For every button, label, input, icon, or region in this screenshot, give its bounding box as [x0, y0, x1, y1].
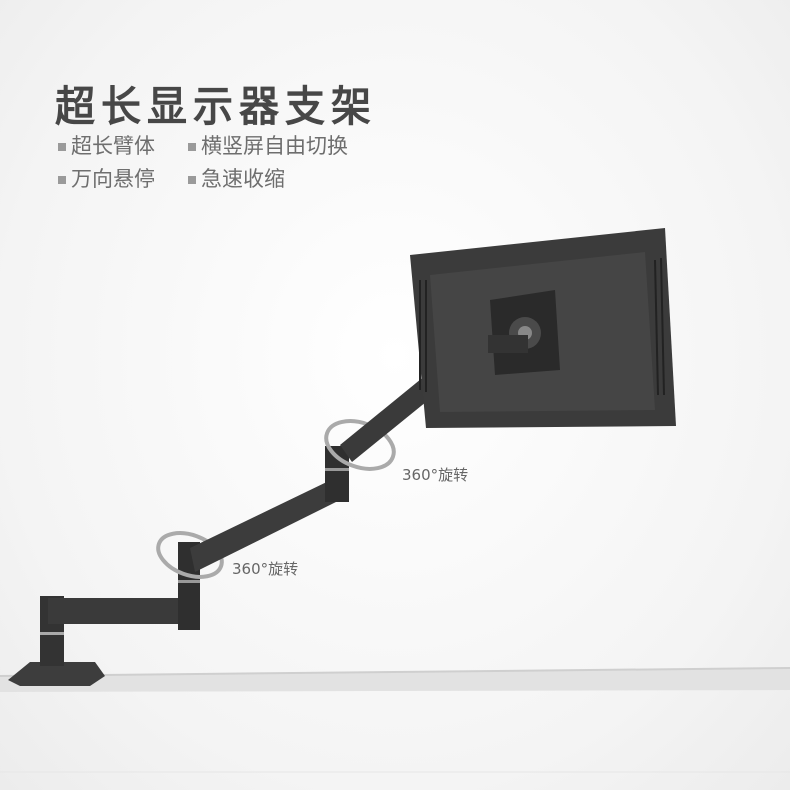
rotation-label: 360°旋转 — [232, 560, 299, 578]
feature-item: 横竖屏自由切换 — [188, 130, 348, 160]
base-clamp — [8, 662, 105, 686]
rotation-ring-1 — [156, 531, 224, 579]
rotation-label: 360°旋转 — [402, 466, 469, 484]
arm-segment-2 — [190, 478, 340, 572]
feature-item: 万向悬停 — [58, 163, 155, 193]
feature-item: 超长臂体 — [58, 130, 155, 160]
arm-segment-1 — [48, 598, 193, 624]
page-title: 超长显示器支架 — [55, 83, 377, 132]
feature-item: 急速收缩 — [188, 163, 285, 193]
